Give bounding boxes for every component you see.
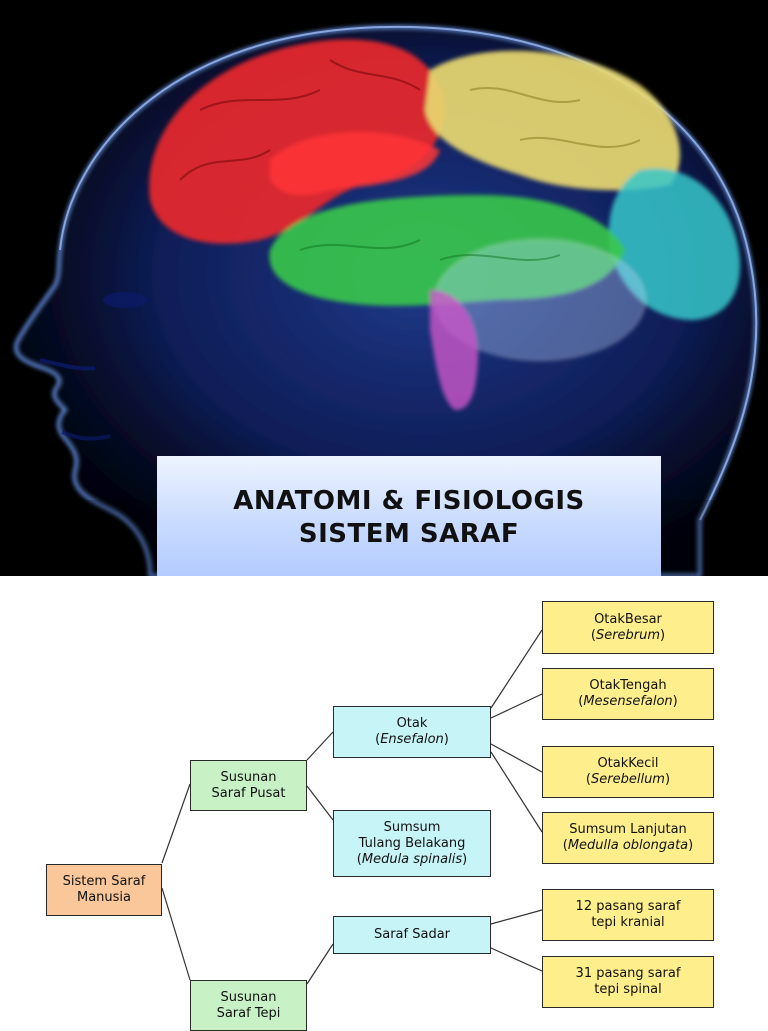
node-label: Tulang Belakang [358, 835, 466, 851]
node-label-latin: Serebellum [591, 772, 665, 787]
connector-sadar-spinal [490, 947, 543, 972]
connector-root-tepi [161, 887, 191, 981]
node-otak-tengah: OtakTengah (Mesensefalon) [542, 668, 714, 720]
node-label-latin: Medulla oblongata [567, 838, 689, 853]
node-label-latin: Mesensefalon [583, 694, 673, 709]
node-sumsum-lanjutan: Sumsum Lanjutan (Medulla oblongata) [542, 812, 714, 864]
node-label: Sumsum Lanjutan [569, 822, 687, 837]
node-label: Saraf Pusat [211, 785, 286, 801]
node-label: OtakKecil [597, 756, 659, 771]
node-label-italic: (Serebellum) [585, 772, 671, 787]
node-label-italic: (Serebrum) [590, 627, 666, 643]
node-label: 31 pasang saraf [575, 966, 681, 981]
connector-tepi-sadar [306, 943, 334, 985]
frontal-lobe [149, 39, 446, 244]
node-label-italic: (Medula spinalis) [356, 851, 468, 867]
connector-sadar-kranial [490, 909, 543, 925]
node-12-pasang-saraf-kranial: 12 pasang saraf tepi kranial [542, 889, 714, 941]
node-label: 12 pasang saraf [575, 899, 681, 914]
connector-otak-lanjutan [490, 751, 543, 833]
node-label: Sumsum [383, 819, 441, 835]
connector-otak-besar [490, 629, 543, 709]
node-saraf-sadar: Saraf Sadar [333, 916, 491, 954]
connector-pusat-sumsum [306, 785, 334, 821]
node-otak-besar: OtakBesar (Serebrum) [542, 601, 714, 654]
node-label-italic: (Medulla oblongata) [562, 838, 694, 853]
node-label-latin: Ensefalon [380, 732, 444, 747]
connector-otak-kecil [490, 743, 543, 773]
node-label: tepi kranial [591, 915, 665, 930]
parietal-lobe [425, 50, 680, 191]
node-31-pasang-saraf-spinal: 31 pasang saraf tepi spinal [542, 956, 714, 1008]
node-label: Susunan [220, 769, 277, 785]
node-label-latin: Serebrum [595, 627, 661, 643]
node-label: OtakBesar [594, 611, 662, 627]
title-slide: ANATOMI & FISIOLOGIS SISTEM SARAF [0, 0, 768, 576]
node-label: tepi spinal [594, 982, 662, 997]
connector-pusat-otak [306, 731, 334, 761]
connector-otak-tengah [490, 693, 543, 719]
node-otak: Otak (Ensefalon) [333, 706, 491, 758]
brainstem [430, 290, 479, 410]
node-susunan-saraf-pusat: Susunan Saraf Pusat [190, 760, 307, 811]
node-label: Manusia [76, 890, 131, 905]
node-label: Saraf Tepi [216, 1005, 281, 1021]
occipital-lobe [608, 168, 741, 320]
node-label: Susunan [220, 989, 277, 1005]
connector-root-pusat [161, 783, 191, 864]
slide-title-line1: ANATOMI & FISIOLOGIS [233, 486, 585, 516]
node-label-italic: (Mesensefalon) [578, 694, 678, 709]
slide-title-box: ANATOMI & FISIOLOGIS SISTEM SARAF [157, 456, 661, 576]
node-sistem-saraf-manusia: Sistem Saraf Manusia [46, 864, 162, 916]
node-label-latin: Medula spinalis [361, 851, 463, 867]
node-label: Saraf Sadar [373, 927, 451, 942]
nervous-system-tree-diagram: Sistem Saraf Manusia Susunan Saraf Pusat… [0, 576, 768, 1031]
node-susunan-saraf-tepi: Susunan Saraf Tepi [190, 980, 307, 1031]
node-label: OtakTengah [589, 678, 667, 693]
node-label: Sistem Saraf [62, 874, 146, 889]
node-label: Otak [396, 716, 428, 731]
connector-lines [161, 629, 543, 985]
slide-title-line2: SISTEM SARAF [298, 519, 520, 549]
node-otak-kecil: OtakKecil (Serebellum) [542, 746, 714, 798]
node-label-italic: (Ensefalon) [375, 732, 449, 747]
node-sumsum-tulang-belakang: Sumsum Tulang Belakang (Medula spinalis) [333, 810, 491, 877]
